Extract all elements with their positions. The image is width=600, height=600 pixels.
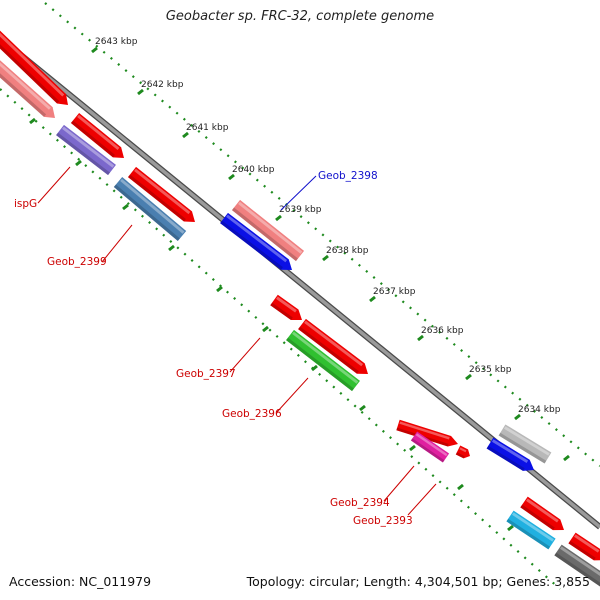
gene-gray-bottom — [554, 544, 600, 588]
kbp-scale: 2643 kbp 2642 kbp 2641 kbp 2640 kbp 2639… — [95, 37, 561, 415]
scale-label-2638: 2638 kbp — [326, 246, 369, 256]
major-tick-outer — [137, 88, 144, 96]
gene-blue-right — [486, 437, 534, 471]
leader-geob-2394 — [383, 465, 415, 502]
leader-geob-2397 — [229, 337, 261, 373]
leader-geob-2398 — [280, 175, 317, 211]
gene-geob-2398 — [220, 212, 292, 270]
major-tick-inner — [359, 404, 366, 412]
major-tick-inner — [168, 244, 175, 252]
scale-label-2642: 2642 kbp — [141, 80, 184, 90]
scale-label-2640: 2640 kbp — [232, 165, 275, 175]
gene-salmon-mid — [231, 199, 305, 262]
gene-geob-2396 — [286, 329, 360, 392]
tick-dots-inner — [0, 88, 561, 590]
gene-red-f — [568, 532, 600, 561]
major-tick-outer — [91, 46, 98, 54]
major-tick-inner — [216, 285, 223, 293]
gene-geob-2394 — [410, 431, 450, 463]
major-tick-outer — [322, 254, 329, 262]
leader-geob-2396 — [276, 377, 309, 413]
gene-salmon-top-left — [0, 55, 56, 119]
gene-red-b — [127, 166, 196, 223]
gene-label-geob-2396: Geob_2396 — [222, 408, 282, 420]
major-tick-inner — [311, 364, 318, 372]
topology-summary: Topology: circular; Length: 4,304,501 bp… — [246, 574, 590, 589]
gene-ispg — [56, 124, 116, 176]
major-tick-inner — [122, 203, 129, 211]
scale-label-2634: 2634 kbp — [518, 405, 561, 415]
gene-cyan — [506, 510, 556, 550]
gene-label-geob-2393: Geob_2393 — [353, 515, 413, 527]
leader-geob-2399 — [101, 224, 133, 263]
leader-geob-2393 — [407, 483, 437, 516]
major-tick-outer — [563, 454, 570, 462]
major-tick-outer — [369, 295, 376, 303]
gene-red-e — [520, 496, 564, 531]
major-tick-inner — [262, 325, 269, 333]
tick-dots-outer — [44, 2, 600, 467]
gene-red-small — [455, 445, 470, 459]
scale-label-2641: 2641 kbp — [186, 123, 229, 133]
gene-red-c — [298, 318, 369, 375]
major-tick-inner — [409, 444, 416, 452]
accession-text: Accession: NC_011979 — [9, 574, 152, 589]
map-title: Geobacter sp. FRC-32, complete genome — [165, 9, 435, 24]
gene-labels: ispG Geob_2399 Geob_2398 Geob_2397 Geob_… — [14, 166, 437, 527]
gene-label-ispg: ispG — [14, 198, 37, 210]
gene-label-geob-2399: Geob_2399 — [47, 256, 107, 268]
gene-silver — [498, 424, 552, 464]
major-tick-outer — [417, 334, 424, 342]
major-tick-outer — [275, 214, 282, 222]
gene-label-geob-2394: Geob_2394 — [330, 497, 390, 509]
gene-red-a — [70, 112, 125, 159]
major-tick-inner — [507, 524, 514, 532]
scale-label-2635: 2635 kbp — [469, 365, 512, 375]
gene-label-geob-2397: Geob_2397 — [176, 368, 236, 380]
scale-label-2637: 2637 kbp — [373, 287, 416, 297]
scale-label-2643: 2643 kbp — [95, 37, 138, 47]
scale-label-2639: 2639 kbp — [279, 205, 322, 215]
gene-label-geob-2398: Geob_2398 — [318, 170, 378, 182]
major-tick-outer — [182, 131, 189, 139]
major-tick-outer — [514, 413, 521, 421]
gene-features — [0, 25, 600, 588]
scale-label-2636: 2636 kbp — [421, 326, 464, 336]
leader-ispg — [37, 166, 71, 204]
major-tick-inner — [457, 483, 464, 491]
gene-geob-2399 — [113, 177, 187, 241]
major-tick-outer — [465, 373, 472, 381]
major-tick-inner — [75, 159, 82, 167]
gene-red-top-left — [0, 25, 68, 105]
major-tick-outer — [228, 173, 235, 181]
major-tick-inner — [29, 117, 36, 125]
gene-geob-2397 — [270, 294, 302, 321]
